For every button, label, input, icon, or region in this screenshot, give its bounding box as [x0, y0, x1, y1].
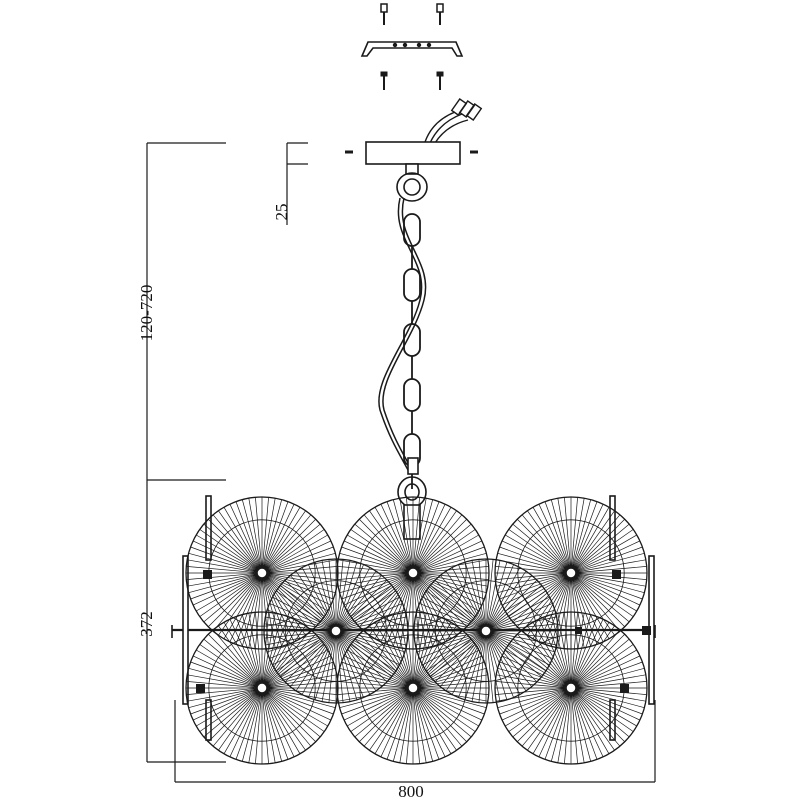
mounting-screws-small	[380, 71, 444, 90]
screw-right	[436, 3, 444, 25]
disc-shades	[185, 496, 648, 765]
mounting-bracket	[360, 41, 464, 57]
disc-shade-r2-c3	[494, 611, 648, 765]
dim-width	[174, 700, 656, 783]
body-height-label: 372	[137, 611, 156, 637]
small-screw-left	[380, 71, 388, 90]
wire-connectors	[424, 97, 483, 144]
dim-drop-height	[146, 142, 226, 481]
screw-left	[380, 3, 388, 25]
small-screw-right	[436, 71, 444, 90]
canopy-hook	[396, 163, 428, 202]
width-label: 800	[398, 782, 424, 800]
chain-link	[403, 378, 421, 412]
dim-canopy-offset	[286, 142, 308, 225]
ceiling-canopy	[345, 141, 478, 165]
mounting-screws-top	[380, 3, 444, 25]
chain	[403, 213, 421, 489]
fixture-frame	[171, 495, 656, 741]
disc-shade-r2-c2	[336, 611, 490, 765]
drop-height-label: 120-720	[137, 285, 156, 342]
chain-link	[403, 268, 421, 302]
disc-shade-r2-c1	[185, 611, 339, 765]
disc-mount-blocks	[196, 570, 651, 693]
dim-body-height	[146, 480, 226, 763]
power-cord	[378, 197, 427, 471]
canopy-offset-label: 25	[272, 204, 291, 221]
